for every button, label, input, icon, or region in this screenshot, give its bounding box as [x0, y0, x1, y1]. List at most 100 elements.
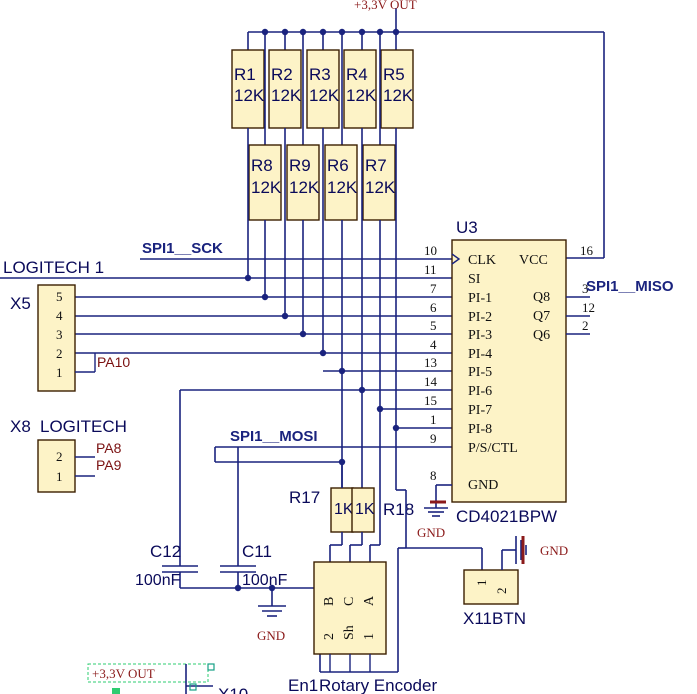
resistor-r5: R5 12K [380, 32, 414, 129]
svg-text:100nF: 100nF [242, 572, 288, 589]
svg-text:12: 12 [582, 300, 595, 315]
svg-text:2: 2 [322, 633, 337, 640]
net-label-logitech1: LOGITECH 1 [3, 258, 104, 277]
svg-text:X8: X8 [10, 417, 31, 436]
svg-text:GND: GND [417, 525, 445, 540]
svg-text:1: 1 [56, 469, 63, 484]
svg-text:9: 9 [430, 431, 437, 446]
svg-text:12K: 12K [365, 178, 396, 197]
resistor-r4: R4 12K [343, 32, 377, 129]
svg-text:C11: C11 [242, 542, 272, 561]
svg-text:GND: GND [468, 478, 498, 493]
resistor-r7: R7 12K [362, 144, 396, 221]
svg-text:1: 1 [362, 633, 377, 640]
resistor-r9: R9 12K [286, 144, 320, 221]
net-label-spi-mosi: SPI1__MOSI [230, 428, 318, 445]
svg-text:R4: R4 [346, 65, 368, 84]
resistor-r18: R18 1K [351, 487, 414, 545]
svg-text:Q7: Q7 [533, 309, 550, 324]
svg-text:R3: R3 [309, 65, 331, 84]
connector-x8: X8 LOGITECH 2 1 [10, 417, 127, 493]
resistor-r6: R6 12K [324, 144, 358, 221]
svg-text:A: A [362, 595, 377, 606]
ic-u3: U3 CD4021BPW 10 11 7 6 5 4 13 14 15 1 9 … [424, 218, 595, 526]
svg-text:+3,3V OUT: +3,3V OUT [92, 666, 155, 681]
rotary-encoder-en1: B C A 2 Sh 1 En1 Rotary Encoder [288, 561, 437, 694]
svg-text:PI-7: PI-7 [468, 403, 492, 418]
svg-text:1K: 1K [334, 501, 354, 518]
u3-part: CD4021BPW [456, 507, 557, 526]
net-label-pa8: PA8 [96, 440, 122, 456]
svg-text:1K: 1K [355, 501, 375, 518]
svg-text:X5: X5 [10, 294, 31, 313]
svg-text:100nF: 100nF [135, 572, 181, 589]
svg-text:GND: GND [257, 628, 285, 643]
svg-text:PI-8: PI-8 [468, 422, 492, 437]
svg-text:8: 8 [430, 468, 437, 483]
cap-ground: GND [180, 584, 320, 643]
svg-text:12K: 12K [251, 178, 282, 197]
svg-text:GND: GND [540, 543, 568, 558]
capacitor-c11: C11 100nF [220, 447, 288, 589]
svg-text:R17: R17 [289, 488, 320, 507]
connector-x5: X5 5 4 3 2 1 [10, 284, 96, 392]
capacitor-c12: C12 100nF [135, 390, 198, 589]
svg-text:14: 14 [424, 374, 438, 389]
svg-text:12K: 12K [383, 86, 414, 105]
svg-text:1: 1 [430, 412, 437, 427]
svg-text:C12: C12 [150, 542, 181, 561]
svg-text:R9: R9 [289, 156, 311, 175]
svg-text:X10: X10 [218, 685, 248, 694]
svg-text:16: 16 [580, 243, 594, 258]
svg-text:R6: R6 [327, 156, 349, 175]
svg-text:12K: 12K [327, 178, 358, 197]
svg-text:Q8: Q8 [533, 290, 550, 305]
svg-text:R5: R5 [383, 65, 405, 84]
svg-text:PI-6: PI-6 [468, 384, 492, 399]
svg-text:B: B [322, 597, 337, 606]
svg-text:5: 5 [56, 289, 63, 304]
svg-text:PI-2: PI-2 [468, 310, 492, 325]
svg-text:En1: En1 [288, 676, 318, 694]
svg-text:13: 13 [424, 355, 437, 370]
resistor-r3: R3 12K [306, 32, 340, 129]
svg-text:15: 15 [424, 393, 437, 408]
svg-text:1: 1 [56, 365, 63, 380]
svg-text:C: C [342, 597, 357, 606]
svg-text:X11BTN: X11BTN [463, 609, 526, 628]
svg-text:1: 1 [474, 580, 489, 587]
net-label-pa9: PA9 [96, 457, 122, 473]
svg-text:11: 11 [424, 262, 437, 277]
svg-text:PI-1: PI-1 [468, 291, 492, 306]
svg-text:12K: 12K [234, 86, 265, 105]
net-label-pa10: PA10 [97, 354, 130, 370]
u3-ground: GND [417, 484, 452, 540]
svg-text:Rotary Encoder: Rotary Encoder [319, 676, 437, 694]
button-x11: 1 2 GND X11BTN [463, 536, 568, 628]
svg-text:3: 3 [56, 327, 63, 342]
svg-text:2: 2 [56, 449, 63, 464]
svg-text:10: 10 [424, 243, 437, 258]
svg-text:P/S/CTL: P/S/CTL [468, 441, 518, 456]
net-label-spi-miso: SPI1__MISO [586, 278, 674, 295]
resistor-r2: R2 12K [268, 32, 302, 129]
svg-text:3: 3 [582, 281, 589, 296]
svg-text:R7: R7 [365, 156, 387, 175]
svg-text:12K: 12K [289, 178, 320, 197]
svg-text:5: 5 [430, 318, 437, 333]
svg-text:2: 2 [494, 588, 509, 595]
svg-text:CLK: CLK [468, 253, 496, 268]
svg-text:6: 6 [430, 300, 437, 315]
mid-supply-taps [264, 32, 381, 145]
svg-text:SI: SI [468, 272, 481, 287]
u3-ref: U3 [456, 218, 478, 237]
svg-text:PI-3: PI-3 [468, 328, 492, 343]
svg-text:12K: 12K [346, 86, 377, 105]
svg-text:VCC: VCC [519, 253, 548, 268]
svg-text:R2: R2 [271, 65, 293, 84]
svg-text:12K: 12K [271, 86, 302, 105]
svg-text:R1: R1 [234, 65, 256, 84]
net-label-spi-sck: SPI1__SCK [142, 240, 223, 257]
svg-text:Sh: Sh [342, 625, 357, 640]
